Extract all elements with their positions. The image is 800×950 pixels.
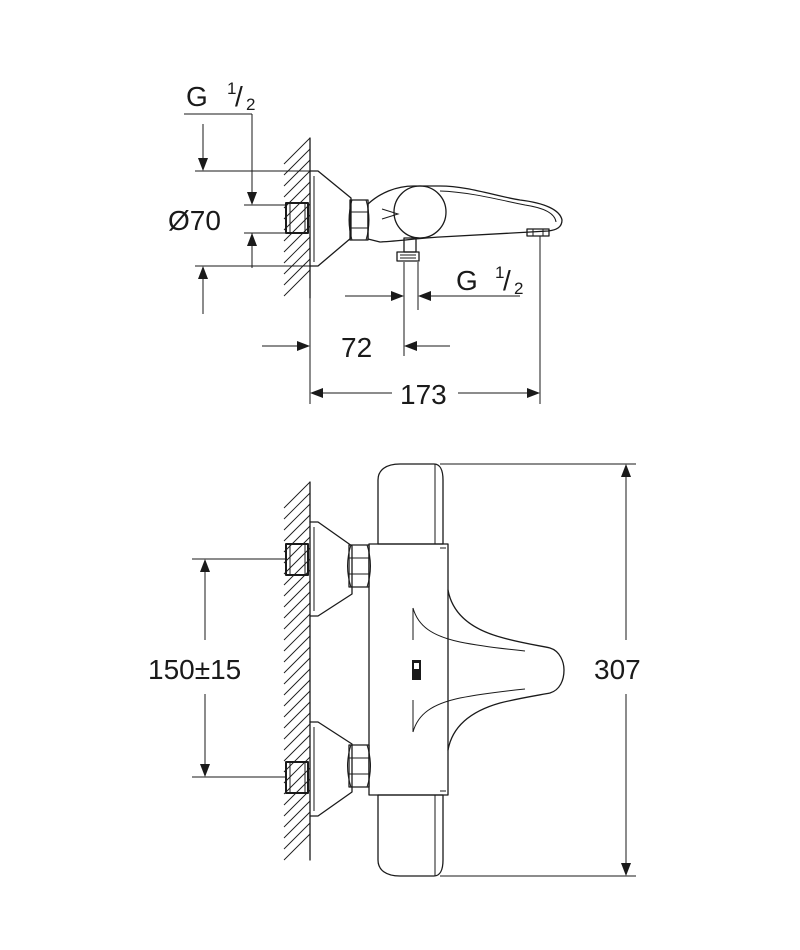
thread-inlet-numerator: 1 — [227, 79, 236, 98]
front-wall — [283, 481, 311, 861]
front-mixer-body — [368, 543, 449, 796]
top-view: G 1 / 2 Ø70 — [168, 79, 563, 410]
outlet-distance-value: 72 — [341, 332, 372, 363]
dim-total-depth: 173 — [310, 236, 541, 410]
svg-text:/: / — [503, 265, 511, 296]
dim-thread-outlet: G 1 / 2 — [345, 262, 523, 356]
dim-outlet-distance: 72 — [262, 298, 450, 404]
total-depth-value: 173 — [400, 379, 447, 410]
top-wall — [283, 137, 311, 299]
diameter-label: Ø70 — [168, 205, 221, 236]
thread-outlet-numerator: 1 — [495, 263, 504, 282]
front-view: 150±15 307 — [148, 463, 641, 877]
front-spout-contour — [447, 589, 565, 751]
dim-total-width: 307 — [440, 463, 641, 877]
top-temperature-knob — [393, 185, 447, 239]
front-hex-nut-lower — [347, 744, 371, 788]
front-spout-outlet — [412, 660, 421, 680]
top-bottom-outlet — [396, 237, 420, 262]
thread-outlet-denominator: 2 — [514, 279, 523, 298]
top-spout-outlet — [526, 228, 550, 237]
top-rosette — [309, 170, 352, 267]
top-mixer-body — [367, 185, 563, 243]
svg-text:/: / — [235, 81, 243, 112]
top-hex-nut — [348, 199, 370, 241]
front-handle-lower — [377, 790, 446, 877]
total-width-value: 307 — [594, 654, 641, 685]
thread-outlet-base: G — [456, 265, 478, 296]
front-handle-upper — [377, 463, 446, 549]
front-hex-nut-upper — [347, 544, 371, 588]
dim-inlet-spacing: 150±15 — [148, 558, 286, 778]
front-rosette-upper — [309, 521, 353, 617]
dim-diameter: Ø70 — [168, 124, 310, 314]
inlet-spacing-value: 150±15 — [148, 654, 241, 685]
thread-inlet-base: G — [186, 81, 208, 112]
front-rosette-lower — [309, 721, 353, 817]
front-inlet-connector-upper — [285, 543, 309, 576]
dim-thread-inlet: G 1 / 2 — [184, 79, 257, 268]
thread-inlet-denominator: 2 — [246, 95, 255, 114]
top-inlet-connector — [285, 202, 309, 234]
